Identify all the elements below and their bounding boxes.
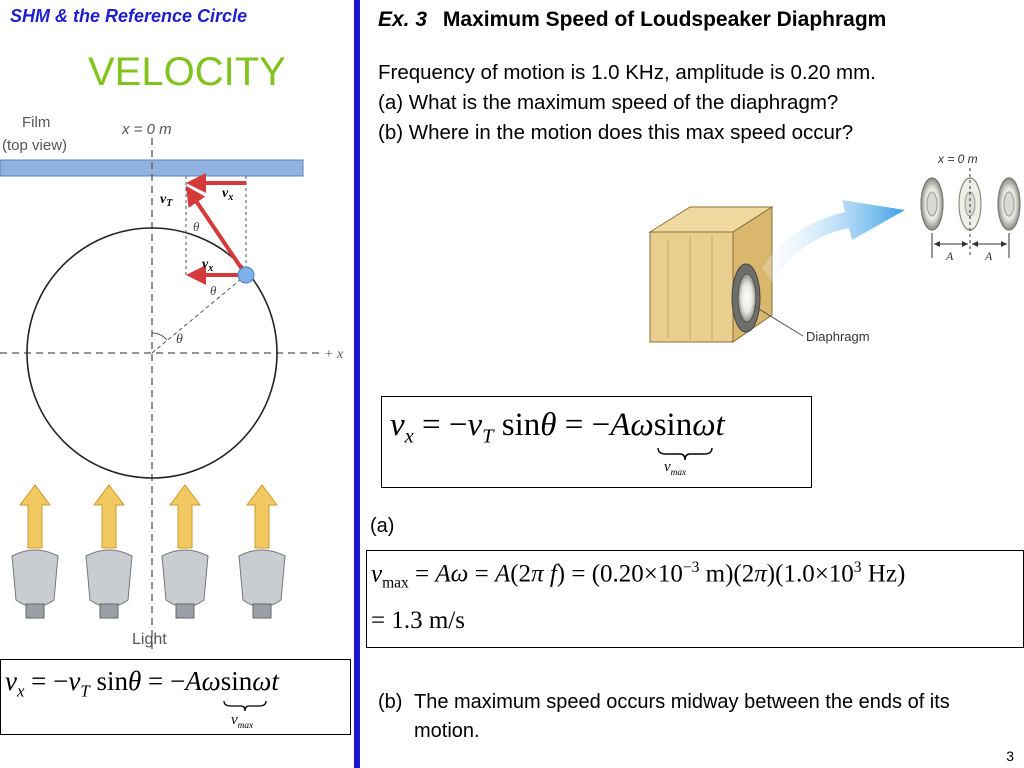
arrowhead-icon	[1001, 241, 1007, 247]
diaphragm-center	[1003, 191, 1015, 217]
page-number: 3	[1006, 748, 1014, 764]
example-heading: Ex. 3 Maximum Speed of Loudspeaker Diaph…	[378, 8, 886, 32]
reference-circle	[26, 227, 278, 479]
light-source-3	[161, 484, 209, 619]
underbrace-icon	[657, 447, 713, 461]
part-a-label: (a)	[370, 515, 395, 537]
diaphragm-label: Diaphragm	[806, 329, 870, 344]
light-label: Light	[132, 631, 167, 648]
diaphragm-center	[926, 191, 938, 217]
light-source-4	[238, 484, 286, 619]
theta-label-lower: θ	[210, 283, 217, 298]
velocity-equation: vx = −vT sinθ = −Aωsinωt	[5, 666, 279, 701]
solution-line-1: vmax = Aω = A(2π f) = (0.20×10−3 m)(2π)(…	[371, 559, 906, 592]
film-label-sub: (top view)	[2, 137, 67, 154]
left-equation-box: vx = −vT sinθ = −Aωsinωt vmax	[0, 659, 351, 735]
axis-plus-x-label: + x	[324, 347, 344, 362]
amplitude-label-right: A	[984, 249, 993, 263]
speaker-x-zero-label: x = 0 m	[937, 152, 978, 166]
x-zero-label: x = 0 m	[121, 121, 172, 138]
problem-statement: Frequency of motion is 1.0 KHz, amplitud…	[378, 58, 876, 148]
solution-box: vmax = Aω = A(2π f) = (0.20×10−3 m)(2π)(…	[366, 550, 1024, 648]
speaker-box	[648, 206, 774, 343]
vmax-brace-label: vmax	[231, 712, 254, 731]
theta-label-upper: θ	[193, 219, 200, 234]
amplitude-label-left: A	[945, 249, 954, 263]
light-source-2	[85, 484, 133, 619]
problem-line: (a) What is the maximum speed of the dia…	[378, 91, 839, 114]
vT-vector	[185, 185, 248, 277]
loudspeaker-figure: Diaphragm x = 0 m A A	[648, 152, 1021, 344]
velocity-equation: vx = −vT sinθ = −Aωsinωt	[390, 407, 725, 448]
arrowhead-icon	[934, 241, 940, 247]
underbrace-icon	[223, 700, 267, 712]
example-title: Maximum Speed of Loudspeaker Diaphragm	[442, 8, 887, 31]
theta-arc-center	[151, 332, 168, 341]
reference-circle-figure: Film (top view) x = 0 m + x θ vx vT vx θ…	[0, 114, 344, 650]
vx-label-film: vx	[222, 186, 233, 203]
radius-line	[151, 274, 247, 354]
film-label: Film	[22, 114, 50, 131]
problem-line: Frequency of motion is 1.0 KHz, amplitud…	[378, 61, 876, 84]
light-source-1	[11, 484, 59, 619]
right-equation-box: vx = −vT sinθ = −Aωsinωt vmax	[381, 396, 812, 488]
vmax-brace-label: vmax	[664, 459, 687, 478]
vx-label: vx	[202, 257, 213, 274]
arrowhead-icon	[962, 241, 968, 247]
slide-title: VELOCITY	[88, 50, 286, 94]
problem-line: (b) Where in the motion does this max sp…	[378, 121, 854, 144]
answer-part-b: (b)The maximum speed occurs midway betwe…	[378, 691, 950, 742]
motion-arrow	[762, 200, 905, 282]
topic-heading: SHM & the Reference Circle	[10, 6, 248, 26]
diaphragm-pointer	[753, 305, 804, 337]
vT-label: vT	[160, 192, 173, 209]
particle-ball	[237, 266, 255, 284]
solution-line-2: = 1.3 m/s	[371, 607, 465, 634]
panel-divider	[354, 0, 360, 768]
theta-label-center: θ	[176, 332, 183, 347]
example-number: Ex. 3	[378, 8, 428, 31]
arrowhead-icon	[972, 241, 978, 247]
